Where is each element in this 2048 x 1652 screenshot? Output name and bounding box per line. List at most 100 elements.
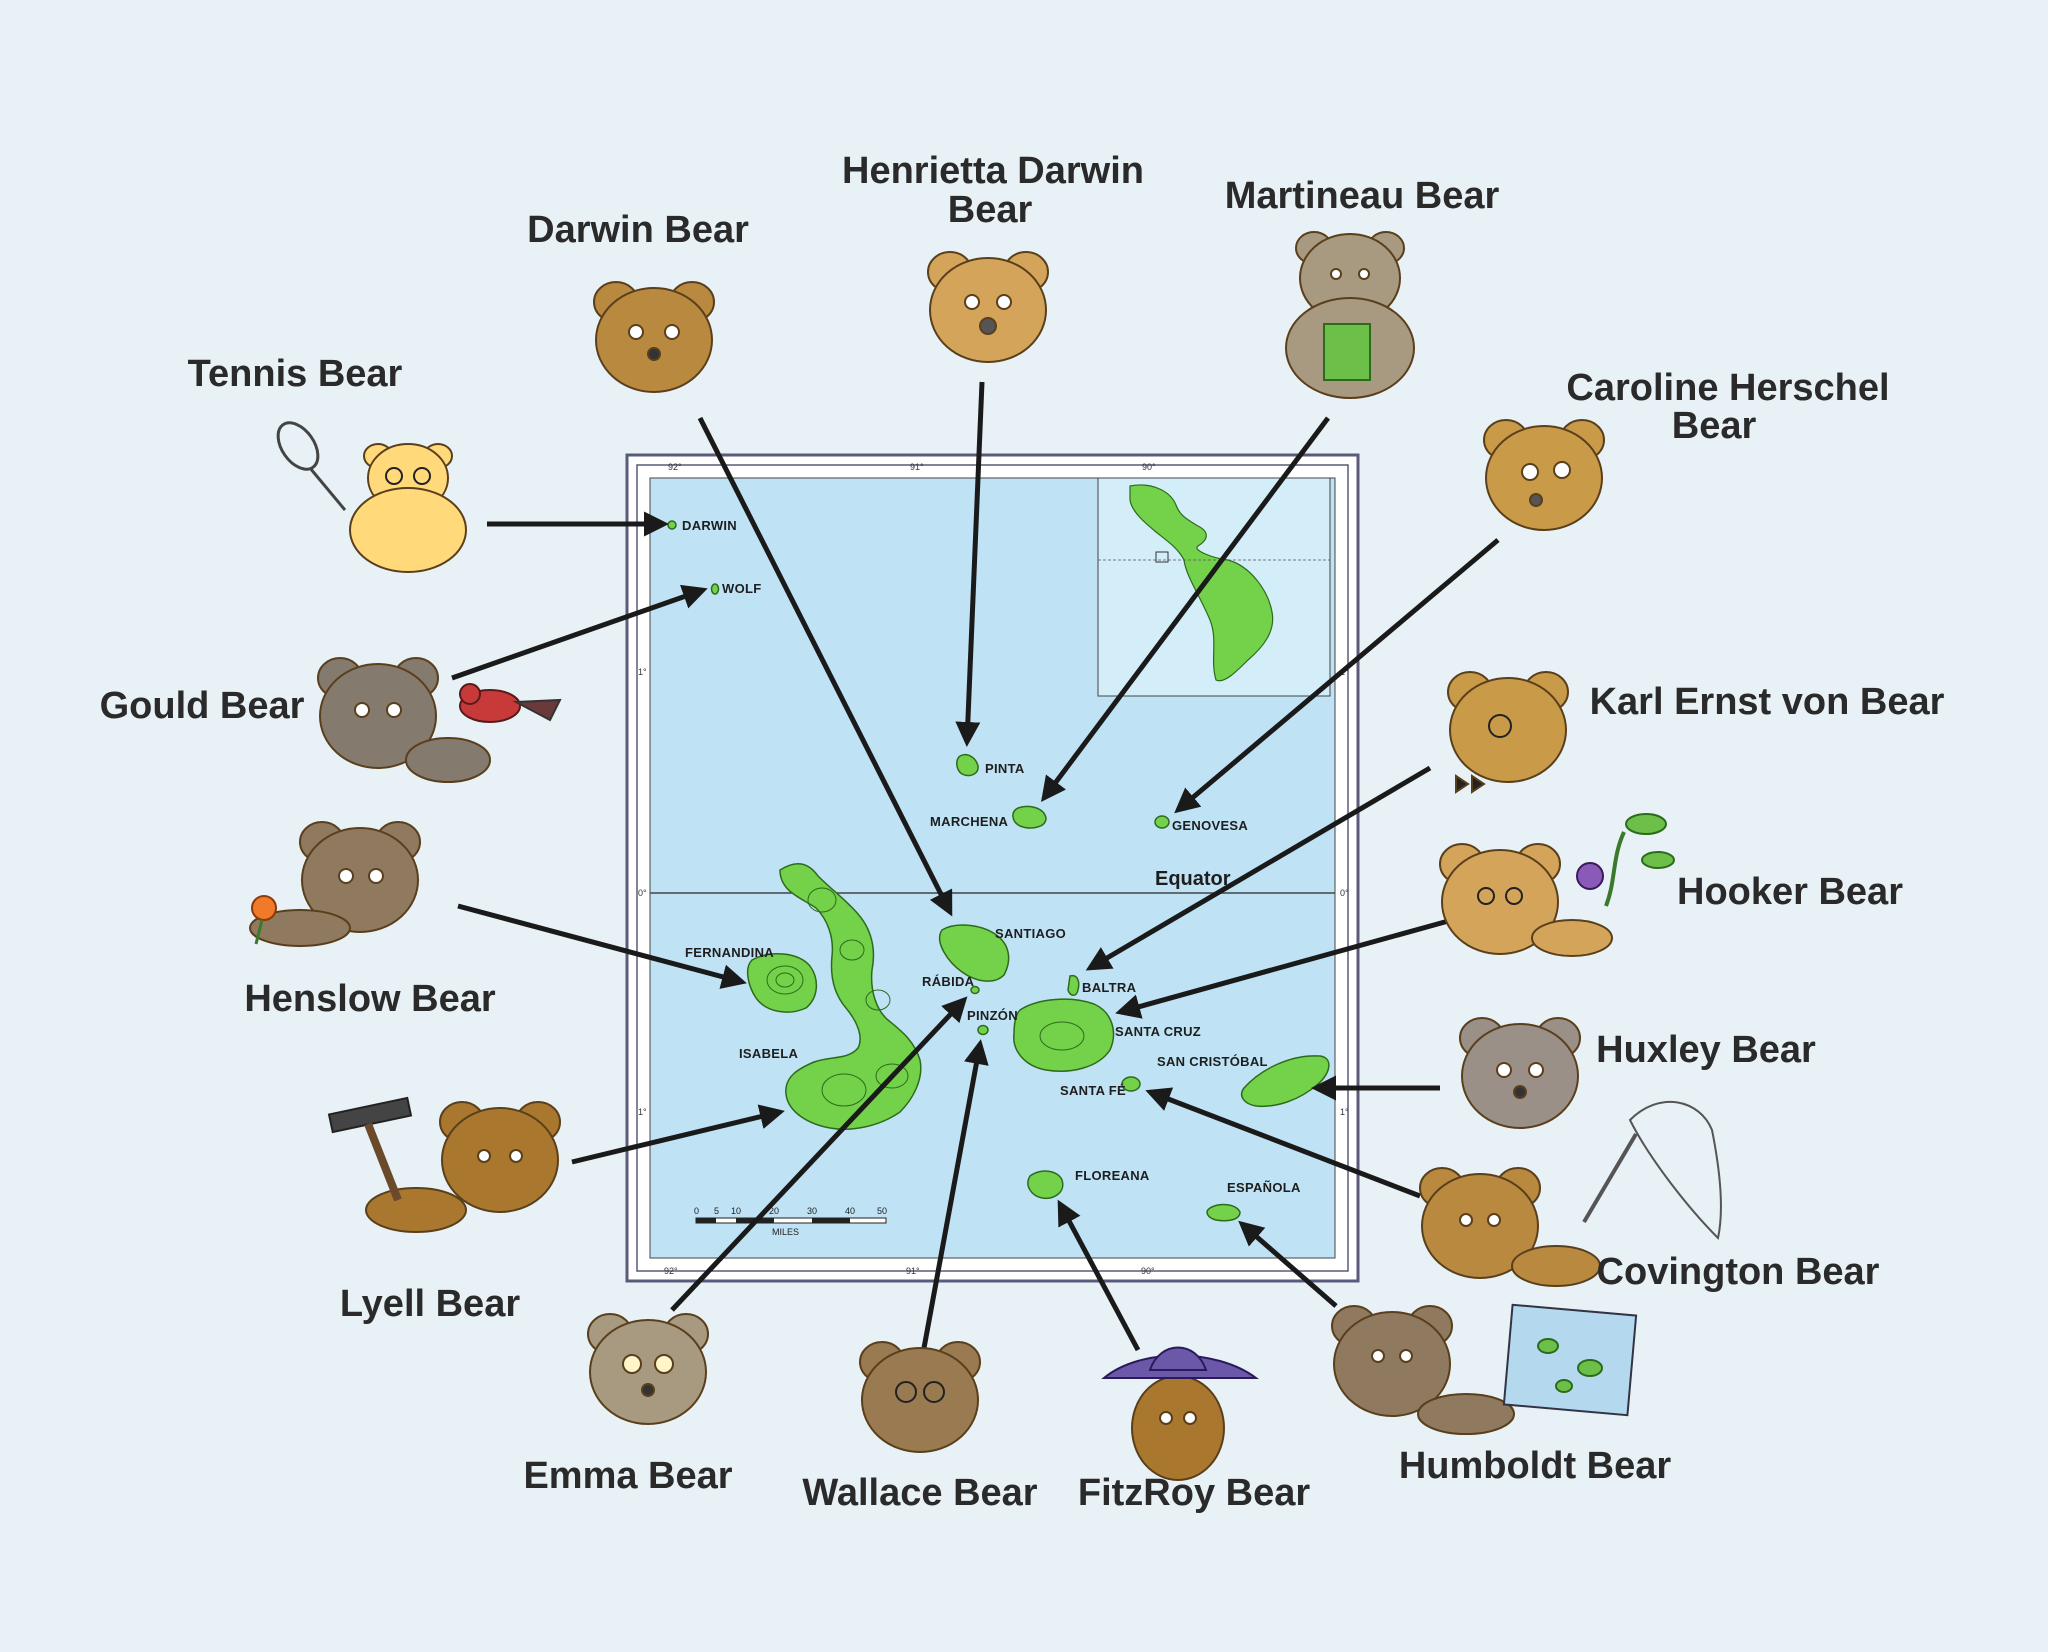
map-inner-frame [636, 464, 1349, 1272]
island-wolf [710, 583, 720, 595]
scale-tick-20: 20 [769, 1206, 779, 1216]
label-fernandina: FERNANDINA [685, 945, 774, 960]
arrow-wallace-pinzon [921, 1039, 989, 1349]
label-isabela: ISABELA [739, 1046, 798, 1061]
arrow-fitzroy-floreana [1057, 1199, 1141, 1352]
arrow-lyell-isabela [571, 1104, 785, 1165]
huxley-bear-figure [1459, 1017, 1581, 1129]
islands [667, 520, 1330, 1222]
island-baltra [1067, 974, 1080, 996]
island-darwin [667, 520, 677, 530]
label-rabida: RÁBIDA [922, 974, 975, 989]
label-caroline-line1: Caroline Herschel [1566, 367, 1889, 409]
hooker-bear-figure [1439, 843, 1613, 957]
label-santiago: SANTIAGO [995, 926, 1066, 941]
orange-flower-icon [251, 895, 277, 945]
island-isabela [779, 863, 922, 1130]
island-santiago [939, 924, 1010, 982]
label-darwin-bear: Darwin Bear [527, 209, 749, 251]
label-emma-bear: Emma Bear [523, 1455, 732, 1497]
martineau-bear-figure [1285, 231, 1415, 399]
henslow-bear-figure [249, 821, 421, 947]
wallace-bear-figure [859, 1341, 981, 1453]
label-floreana: FLOREANA [1075, 1168, 1150, 1183]
degree-label-left-1n: 1° [638, 667, 647, 677]
covington-bear-figure [1419, 1167, 1601, 1287]
arrow-gould-wolf [451, 584, 708, 681]
karl-ernst-von-bear-figure [1447, 671, 1569, 794]
label-henrietta-line2: Bear [948, 189, 1033, 231]
bicorne-hat-icon [1101, 1346, 1260, 1379]
tennis-bear-figure [349, 443, 467, 573]
island-santa-cruz [1013, 998, 1115, 1072]
label-tennis-bear: Tennis Bear [188, 353, 403, 395]
scale-unit: MILES [772, 1227, 799, 1237]
darwin-bear-figure [593, 281, 715, 393]
humboldt-bear-figure [1331, 1305, 1515, 1435]
caroline-herschel-bear-figure [1483, 419, 1605, 531]
label-pinta: PINTA [985, 761, 1025, 776]
island-rabida [970, 985, 980, 995]
label-genovesa: GENOVESA [1172, 818, 1248, 833]
island-fernandina [746, 953, 818, 1013]
island-santa-fe [1121, 1076, 1141, 1092]
label-caroline-line2: Bear [1672, 405, 1757, 447]
label-pinzon: PINZÓN [967, 1008, 1018, 1023]
henrietta-darwin-bear-figure [927, 251, 1049, 363]
island-pinzon [977, 1024, 989, 1036]
book-icon [1323, 323, 1371, 381]
arrow-hooker-santa-cruz [1115, 917, 1453, 1019]
red-bird-icon [459, 683, 562, 723]
label-marchena: MARCHENA [930, 814, 1009, 829]
island-marchena [1012, 805, 1047, 829]
island-pinta [956, 754, 979, 777]
label-huxley-bear: Huxley Bear [1596, 1029, 1816, 1071]
fitzroy-bear-figure [1131, 1375, 1225, 1481]
arrow-henslow-fernandina [457, 903, 747, 989]
americas-inset [1097, 477, 1331, 697]
degree-label-left-0: 0° [638, 888, 647, 898]
label-santa-fe: SANTA FÉ [1060, 1083, 1126, 1098]
arrow-covington-santa-fe [1145, 1087, 1421, 1199]
label-humboldt-bear: Humboldt Bear [1399, 1445, 1672, 1487]
plant-icon [1576, 813, 1675, 907]
gould-bear-figure [317, 657, 491, 783]
label-fitzroy-bear: FitzRoy Bear [1078, 1472, 1310, 1514]
degree-label-top-90: 90° [1142, 462, 1156, 472]
arrow-karl-baltra [1085, 765, 1432, 971]
hammer-icon [327, 1096, 413, 1202]
scale-tick-0: 0 [694, 1206, 699, 1216]
scale-tick-30: 30 [807, 1206, 817, 1216]
arrow-caroline-genovesa [1174, 538, 1500, 814]
arrow-martineau-marchena [1041, 416, 1331, 803]
arrow-darwin-santiago [697, 416, 953, 917]
degree-label-left-1s: 1° [638, 1107, 647, 1117]
label-karl-ernst-von-bear: Karl Ernst von Bear [1590, 681, 1945, 723]
emma-bear-figure [587, 1313, 709, 1425]
scale-tick-10: 10 [731, 1206, 741, 1216]
label-henslow-bear: Henslow Bear [244, 978, 496, 1020]
degree-label-bottom-90: 90° [1141, 1266, 1155, 1276]
label-martineau-bear: Martineau Bear [1225, 175, 1500, 217]
degree-label-right-1s: 1° [1340, 1107, 1349, 1117]
label-darwin: DARWIN [682, 518, 737, 533]
label-san-cristobal: SAN CRISTÓBAL [1157, 1054, 1268, 1069]
island-genovesa [1154, 815, 1170, 829]
scale-tick-40: 40 [845, 1206, 855, 1216]
degree-label-top-91: 91° [910, 462, 924, 472]
map-scroll-icon [1502, 1303, 1638, 1417]
bear-illustrations [249, 231, 1722, 1481]
label-wolf: WOLF [722, 581, 761, 596]
island-espanola [1206, 1203, 1241, 1222]
lyell-bear-figure [365, 1101, 561, 1233]
pointer-arrows [451, 381, 1500, 1352]
degree-label-bottom-92: 92° [664, 1266, 678, 1276]
butterfly-net-icon [1582, 1101, 1722, 1241]
degree-label-bottom-91: 91° [906, 1266, 920, 1276]
arrow-henrietta-pinta [955, 381, 985, 747]
scale-tick-50: 50 [877, 1206, 887, 1216]
equator-label: Equator [1155, 868, 1231, 890]
tennis-racket-icon [276, 421, 347, 511]
label-santa-cruz: SANTA CRUZ [1115, 1024, 1201, 1039]
island-contours [766, 887, 1085, 1107]
